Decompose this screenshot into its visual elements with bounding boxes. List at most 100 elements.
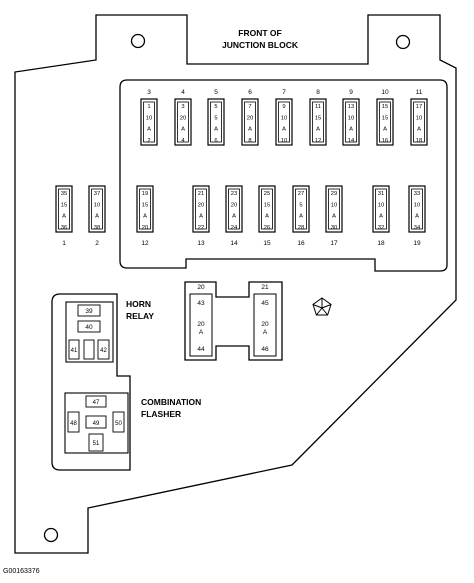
maxi-fuse-number: 20 (197, 284, 205, 291)
fuse-text: 38 (94, 225, 100, 231)
fuse-text: A (282, 127, 286, 133)
fuse-text: A (95, 214, 99, 220)
fuse-text: A (265, 214, 269, 220)
flasher-terminal-50: 50 (115, 421, 122, 427)
fuse-text: A (415, 214, 419, 220)
horn-terminal-40: 40 (85, 324, 93, 331)
fuse-outer (140, 98, 158, 146)
fuse-text: 15 (382, 104, 388, 110)
fuse-text: 2 (147, 138, 150, 144)
mounting-hole-bottom (43, 527, 59, 543)
fuse-text: A (383, 127, 387, 133)
fuse-text: 13 (348, 104, 354, 110)
fuse-text: 10 (378, 202, 384, 208)
fuse-inner (328, 188, 340, 230)
fuse-text: 14 (348, 138, 355, 144)
fuse-inner (261, 188, 273, 230)
fuse-text: 15 (315, 115, 321, 121)
maxi-fuse-terminal: 45 (261, 300, 269, 307)
fuse-outer (241, 98, 259, 146)
flasher-terminal-51: 51 (93, 441, 100, 447)
flasher-terminal-48: 48 (70, 421, 77, 427)
fuse-text: 15 (142, 202, 148, 208)
horn-terminal-box (77, 304, 101, 317)
fuse-outer (376, 98, 394, 146)
title-line-1: FRONT OF (238, 28, 282, 38)
horn-relay-line-2: RELAY (126, 311, 155, 321)
fuse-text: 20 (198, 202, 204, 208)
fuse-position-label: 12 (141, 240, 149, 247)
fuse-text: 3 (181, 104, 184, 110)
fuse-position-label: 14 (230, 240, 238, 247)
fuse-position-label: 11 (416, 89, 423, 96)
maxi-fuse-body (189, 293, 213, 357)
fuse-text: 15 (382, 115, 388, 121)
fuse-text: 8 (248, 138, 251, 144)
fuse-position-label: 16 (297, 240, 305, 247)
fuse-text: A (62, 214, 66, 220)
pentastar-logo (312, 297, 332, 316)
fuse-text: 18 (416, 138, 422, 144)
maxi-fuse-terminal: 44 (197, 346, 205, 353)
fuse-text: 1 (147, 104, 150, 110)
fuse-position-label: 6 (248, 89, 252, 96)
horn-terminal-box (68, 339, 80, 360)
fuse-text: 35 (61, 191, 67, 197)
fuse-text: 7 (248, 104, 251, 110)
fuse-text: 10 (94, 202, 100, 208)
maxi-fuse-unit: A (199, 329, 204, 336)
fuse-outer (275, 98, 293, 146)
horn-terminal-42: 42 (100, 348, 107, 354)
fuse-inner (210, 101, 222, 143)
fuse-position-label: 13 (197, 240, 205, 247)
fuse-panel-outline (119, 79, 448, 272)
fuse-text: 20 (231, 202, 237, 208)
fuse-inner (177, 101, 189, 143)
maxi-fuse-unit: A (263, 329, 268, 336)
fuse-text: 5 (299, 202, 302, 208)
fuse-text: 6 (214, 138, 217, 144)
flasher-terminal-box (85, 415, 107, 429)
fuse-text: 22 (198, 225, 204, 231)
flasher-label: COMBINATION FLASHER (141, 396, 201, 420)
fuse-outer (225, 185, 243, 233)
fuse-inner (278, 101, 290, 143)
fuse-text: A (417, 127, 421, 133)
fuse-text: 9 (282, 104, 285, 110)
fuse-text: 12 (315, 138, 321, 144)
fuse-text: A (143, 214, 147, 220)
fuse-position-label: 15 (263, 240, 271, 247)
fuse-inner (58, 188, 70, 230)
mounting-hole-right (395, 34, 411, 50)
flasher-terminal-box (112, 411, 125, 433)
fuse-inner (375, 188, 387, 230)
fuse-text: A (147, 127, 151, 133)
maxi-fuse-number: 21 (261, 284, 269, 291)
fuse-position-label: 7 (282, 89, 286, 96)
fuse-outer (258, 185, 276, 233)
fuse-position-label: 1 (62, 240, 66, 247)
fuse-inner (143, 101, 155, 143)
fuse-text: A (299, 214, 303, 220)
horn-terminal-box (77, 320, 101, 333)
fuse-inner (228, 188, 240, 230)
relay-module-outline (51, 293, 131, 471)
flasher-line-1: COMBINATION (141, 397, 202, 407)
fuse-text: A (379, 214, 383, 220)
fuse-outer (136, 185, 154, 233)
fuse-text: 36 (61, 225, 67, 231)
fuse-text: 16 (382, 138, 388, 144)
fuse-inner (345, 101, 357, 143)
